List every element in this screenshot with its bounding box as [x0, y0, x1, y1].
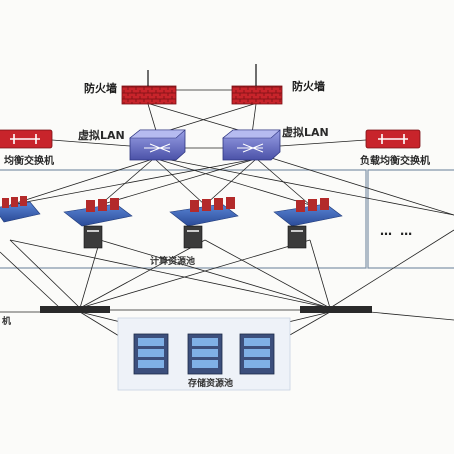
compute-pool-label: 计算资源池: [150, 257, 196, 267]
storage-array-3: [239, 333, 275, 375]
vlan-right-label: 虚拟LAN: [282, 126, 329, 139]
load-balancer-left-label: 均衡交换机: [4, 156, 54, 167]
core-switch-right-shape: [222, 129, 281, 161]
firewall-right-shape: [231, 64, 283, 105]
core-switch-left-shape: [129, 129, 186, 161]
storage-pool-label: 存储资源池: [188, 379, 234, 389]
access-switch-left-shape: [40, 306, 110, 313]
vlan-left-label: 虚拟LAN: [78, 129, 125, 142]
access-switch-left-label: 机: [2, 317, 12, 327]
compute-pool-frame-right: [367, 169, 454, 269]
load-balancer-right-label: 负载均衡交换机: [360, 156, 430, 167]
firewall-left-shape: [121, 70, 177, 105]
link-lines: [0, 66, 454, 356]
firewall-left-label: 防火墙: [84, 82, 117, 95]
server-group-2: [63, 198, 133, 249]
storage-array-2: [187, 333, 223, 375]
more-servers-ellipsis: … …: [380, 224, 415, 238]
firewall-right-label: 防火墙: [292, 80, 325, 93]
load-balancer-right-shape: [365, 129, 421, 149]
server-group-4: [273, 198, 343, 249]
server-group-1: [0, 196, 41, 223]
storage-array-1: [133, 333, 169, 375]
access-switch-right-shape: [300, 306, 372, 313]
server-group-3: [169, 197, 239, 249]
load-balancer-left-shape: [0, 129, 53, 149]
compute-pool-frame: [0, 169, 367, 269]
